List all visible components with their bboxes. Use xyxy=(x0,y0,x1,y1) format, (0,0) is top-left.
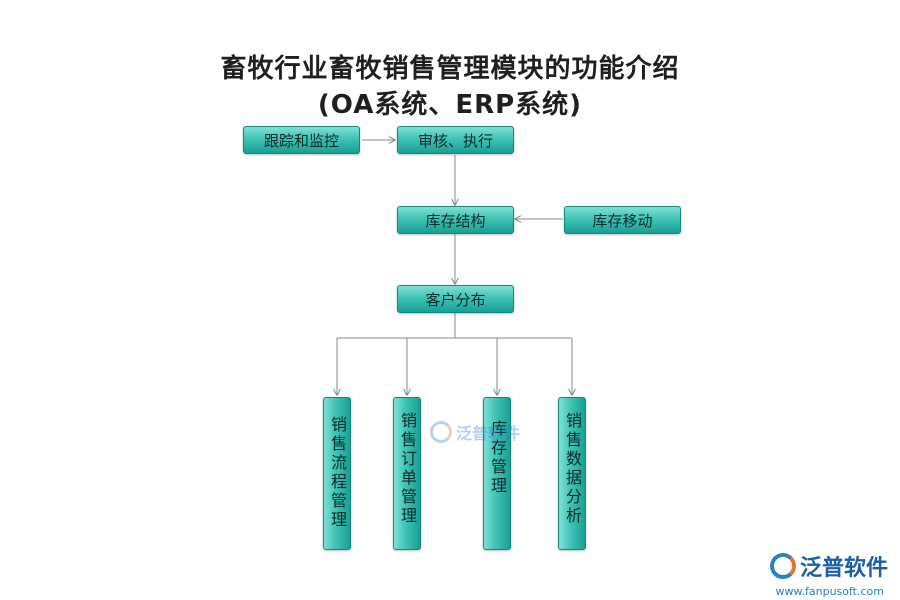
node-tracking: 跟踪和监控 xyxy=(243,126,360,154)
node-inventory-mgmt: 库存管理 xyxy=(483,397,511,550)
diagram-title: 畜牧行业畜牧销售管理模块的功能介绍 xyxy=(220,54,680,84)
node-sales-order-label: 销售订单管理 xyxy=(398,412,417,526)
node-sales-analysis: 销售数据分析 xyxy=(558,397,586,550)
node-inventory-move: 库存移动 xyxy=(564,206,681,234)
watermark: 泛普软件 xyxy=(430,420,520,444)
node-inventory-structure: 库存结构 xyxy=(397,206,514,234)
node-sales-process-label: 销售流程管理 xyxy=(328,416,347,530)
node-customer-distribution: 客户分布 xyxy=(397,285,514,313)
brand-logo-icon xyxy=(769,553,796,579)
node-inventory-mgmt-label: 库存管理 xyxy=(488,420,507,496)
node-sales-process: 销售流程管理 xyxy=(323,397,351,550)
node-review: 审核、执行 xyxy=(397,126,514,154)
brand-logo-text: 泛普软件 xyxy=(799,556,888,581)
watermark-logo-icon xyxy=(430,421,452,443)
diagram-subtitle: (OA系统、ERP系统) xyxy=(317,90,583,120)
node-sales-analysis-label: 销售数据分析 xyxy=(563,412,582,526)
watermark-text: 泛普软件 xyxy=(456,424,521,443)
node-sales-order: 销售订单管理 xyxy=(393,397,421,550)
brand-logo: 泛普软件 xyxy=(769,550,888,582)
brand-url: www.fanpusoft.com xyxy=(775,585,884,598)
